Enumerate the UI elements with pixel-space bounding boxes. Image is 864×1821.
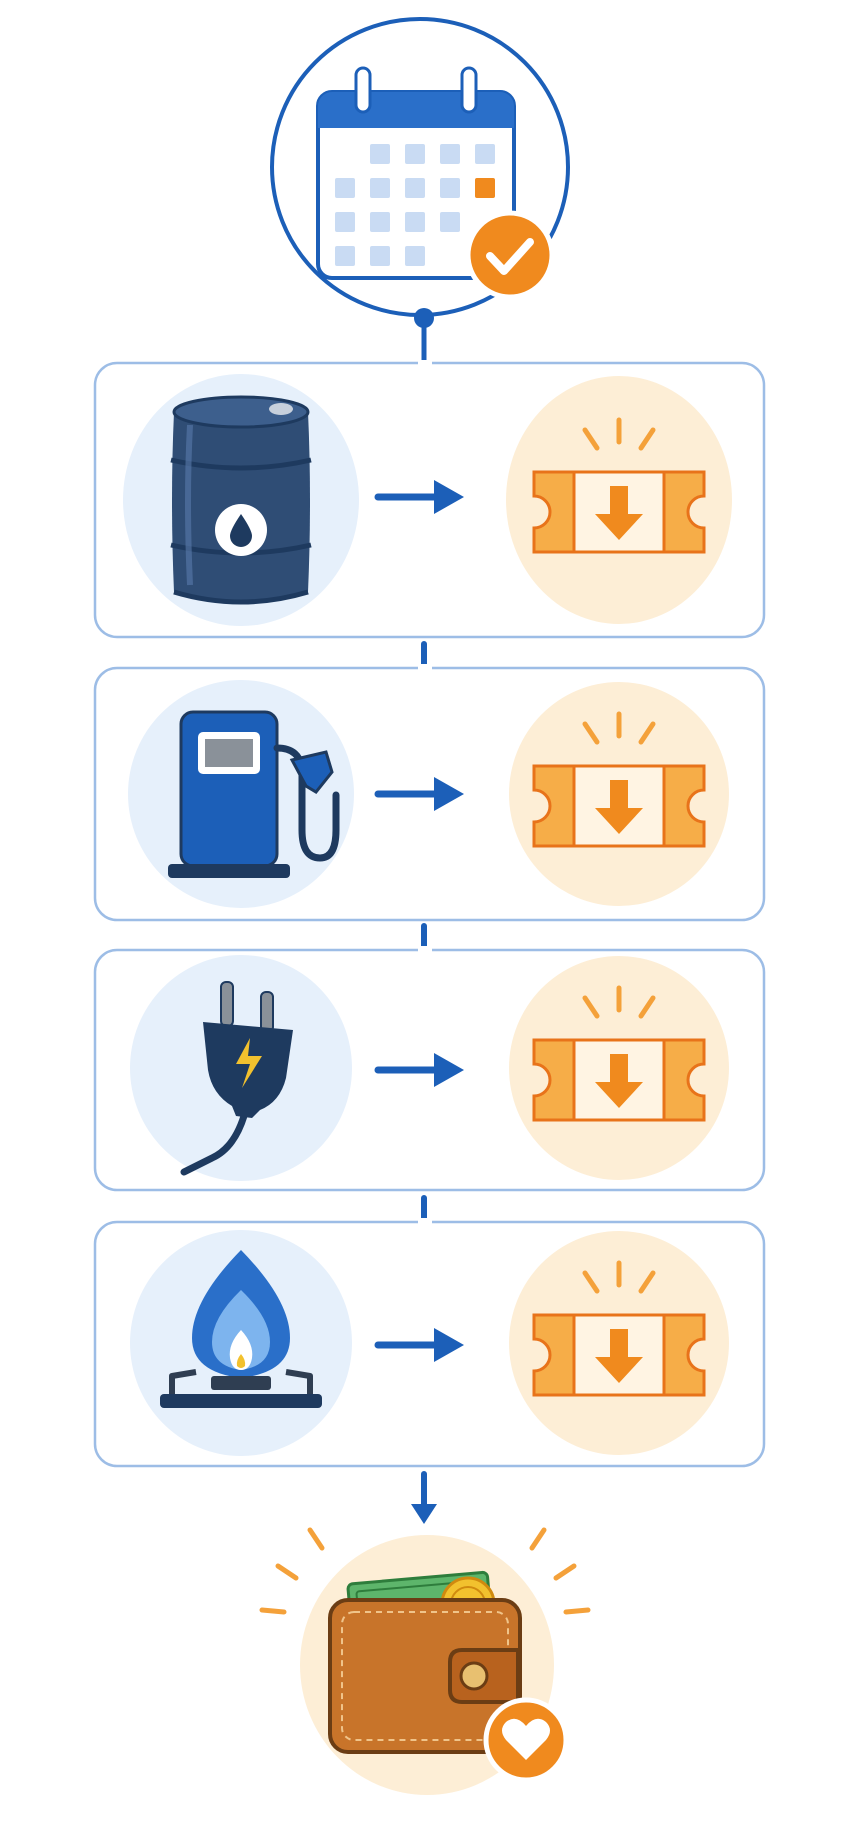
oil-barrel-icon [123, 374, 359, 626]
fuel-pump-icon [128, 680, 354, 908]
step-panel-electricity [93, 946, 766, 1192]
down-arrow-icon [411, 1474, 437, 1524]
wallet-heart-icon [259, 1527, 591, 1795]
price-down-ticket-icon [509, 1231, 729, 1455]
price-down-ticket-icon [506, 376, 732, 624]
price-down-ticket-icon [509, 956, 729, 1180]
step-panel-gas [93, 1218, 766, 1468]
step-panel-oil [93, 360, 766, 639]
step-panel-fuel [93, 664, 766, 922]
electric-plug-icon [130, 955, 352, 1181]
price-down-ticket-icon [509, 682, 729, 906]
calendar-check-icon [270, 17, 570, 317]
gas-flame-stove-icon [130, 1230, 352, 1456]
